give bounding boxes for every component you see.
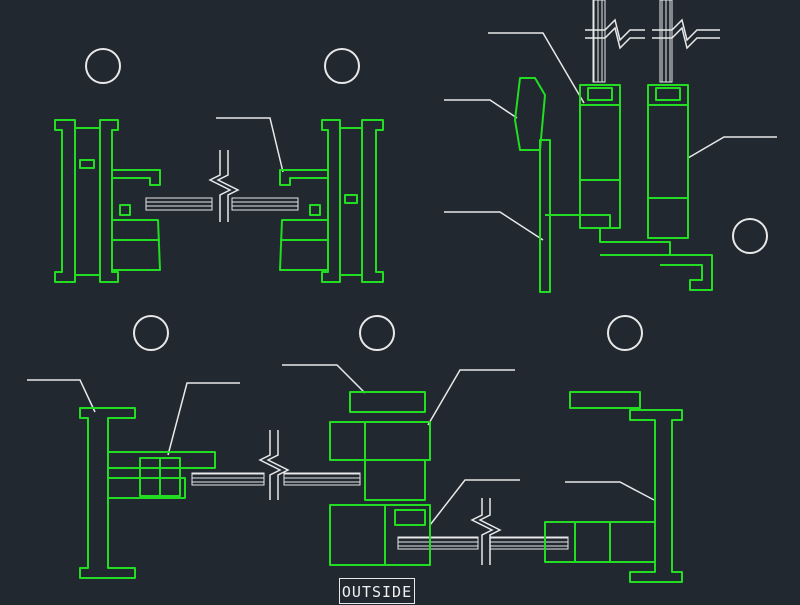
leader-line [687, 136, 777, 159]
glass-pane [592, 0, 606, 83]
break-symbol [478, 498, 502, 565]
glass-pane [231, 197, 299, 211]
outside-label: OUTSIDE [339, 578, 415, 604]
break-symbol [652, 26, 720, 50]
leader-line [216, 117, 284, 173]
aluminium-profiles [54, 77, 713, 583]
profile-bottom-center [329, 391, 431, 566]
break-symbol [216, 150, 240, 222]
glass-pane [659, 0, 673, 83]
leader-line [427, 369, 515, 426]
glass-pane [397, 536, 479, 550]
break-symbols [208, 18, 720, 565]
leader-line [27, 379, 96, 413]
break-symbol [208, 150, 232, 222]
glass-pane [489, 536, 569, 550]
break-symbol [585, 18, 645, 42]
break-symbol [266, 430, 290, 500]
profile-vertical-section [514, 77, 713, 293]
glass-pane [191, 472, 265, 486]
callout-bubbles [85, 48, 768, 351]
break-symbol [470, 498, 494, 565]
break-symbol [258, 430, 282, 500]
callout-bubble [359, 315, 395, 351]
glass-pane [145, 197, 213, 211]
profile-bottom-right-jamb [544, 391, 683, 583]
leader-line [488, 32, 585, 104]
glass-panels [145, 0, 673, 550]
profile-bottom-left-jamb [79, 407, 216, 579]
break-symbol [652, 18, 720, 42]
leader-line [444, 99, 518, 119]
leader-line [167, 382, 240, 456]
leader-line [565, 481, 655, 501]
profile-left-jamb [54, 119, 161, 283]
callout-bubble [324, 48, 360, 84]
callout-bubble [607, 315, 643, 351]
profile-right-jamb [279, 119, 384, 283]
leader-line [282, 364, 366, 394]
leader-lines [27, 32, 777, 526]
leader-line [429, 479, 520, 526]
glass-pane [283, 472, 361, 486]
leader-line [444, 211, 544, 241]
callout-bubble [85, 48, 121, 84]
callout-bubble [732, 218, 768, 254]
break-symbol [585, 26, 645, 50]
callout-bubble [133, 315, 169, 351]
